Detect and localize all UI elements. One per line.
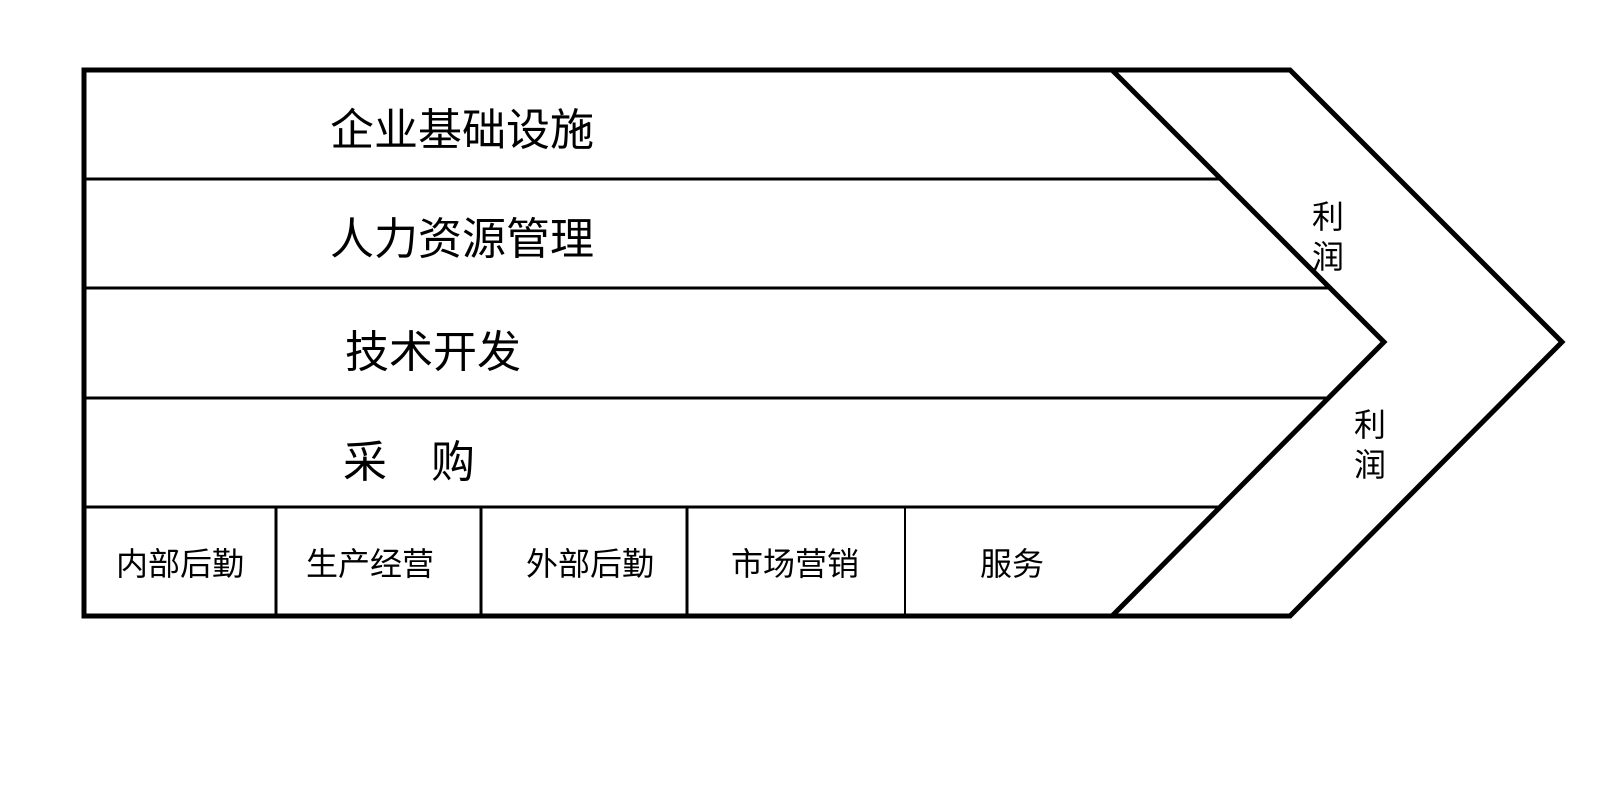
primary-activity-marketing-sales: 市场营销 xyxy=(731,545,859,583)
margin-bottom-char-2: 润 xyxy=(1354,446,1386,484)
outer-frame xyxy=(81,67,1566,619)
support-activities: 企业基础设施 人力资源管理 技术开发 采 购 xyxy=(330,105,594,488)
row-separators xyxy=(84,177,1330,509)
support-activity-procurement: 采 购 xyxy=(343,437,475,488)
margin-labels: 利 润 利 润 xyxy=(1312,198,1386,484)
column-dividers xyxy=(274,507,906,616)
margin-top-char-2: 润 xyxy=(1312,238,1344,276)
support-activity-technology: 技术开发 xyxy=(345,327,521,378)
margin-inner-chevron xyxy=(1110,68,1388,618)
primary-activity-operations: 生产经营 xyxy=(306,545,434,583)
support-activity-hr: 人力资源管理 xyxy=(330,214,594,265)
outer-left-top-edge xyxy=(81,67,1566,619)
primary-activity-service: 服务 xyxy=(980,545,1044,583)
primary-activities: 内部后勤 生产经营 外部后勤 市场营销 服务 xyxy=(116,545,1044,583)
support-activity-infrastructure: 企业基础设施 xyxy=(330,105,594,156)
margin-top-char-1: 利 xyxy=(1312,198,1344,236)
primary-activity-inbound-logistics: 内部后勤 xyxy=(116,545,244,583)
margin-bottom-char-1: 利 xyxy=(1354,406,1386,444)
primary-activity-outbound-logistics: 外部后勤 xyxy=(526,545,654,583)
